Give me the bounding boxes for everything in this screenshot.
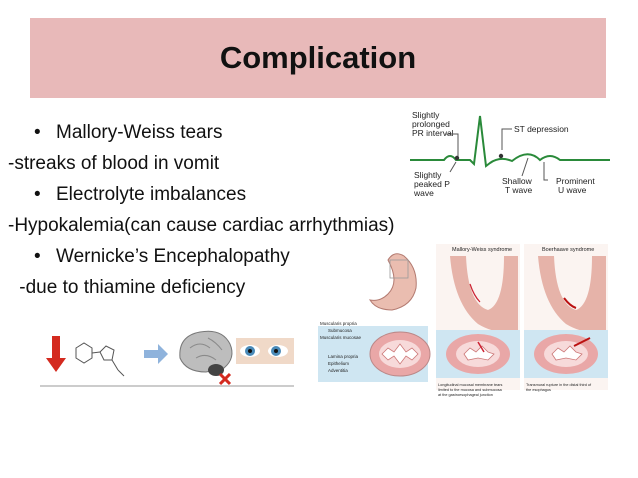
- boerhaave-section-rupture: [573, 337, 591, 347]
- ecg-u-label-1: Prominent: [556, 176, 595, 186]
- mallory-esophagus: [450, 256, 518, 332]
- mallory-caption-1: Longitudinal mucosal membrane tears: [438, 383, 502, 387]
- ecg-trace: [410, 115, 610, 168]
- boerhaave-header: Boerhaave syndrome: [542, 247, 594, 253]
- mallory-header: Mallory-Weiss syndrome: [452, 247, 512, 253]
- boerhaave-caption-2: the esophagus: [526, 388, 551, 392]
- boerhaave-rupture: [563, 297, 577, 309]
- slide-title: Complication: [219, 40, 417, 75]
- mallory-caption-3: at the gastroesophageal junction: [438, 393, 493, 397]
- title-band: Complication: [30, 18, 606, 98]
- ecg-p-label-2: peaked P: [414, 179, 450, 189]
- ecg-pr-label-2: prolonged: [412, 119, 450, 129]
- list-item-text: Electrolyte imbalances: [56, 184, 247, 205]
- list-item: -streaks of blood in vomit: [8, 148, 464, 179]
- boerhaave-lumen: [551, 345, 583, 361]
- list-item-text: -streaks of blood in vomit: [8, 153, 220, 174]
- list-item: • Mallory-Weiss tears: [34, 117, 464, 148]
- layer-label: Muscularis mucosae: [320, 335, 362, 340]
- boerhaave-caption-1: Transmural rupture in the distal third o…: [526, 383, 592, 387]
- ecg-st-pointer: [501, 128, 512, 150]
- layer-label: Muscularis propria: [320, 321, 357, 326]
- ecg-p-label-1: Slightly: [414, 170, 442, 180]
- boerhaave-esophagus: [538, 256, 606, 332]
- thiamine-brain-figure: [40, 318, 296, 390]
- bullet-glyph: •: [34, 184, 41, 205]
- list-item: • Electrolyte imbalances: [34, 179, 464, 210]
- thiamine-molecule-icon: [75, 342, 125, 377]
- cross-icon: [218, 372, 232, 386]
- ecg-p-pointer: [449, 161, 457, 173]
- list-item: • Wernicke’s Encephalopathy: [34, 241, 464, 272]
- down-arrow-icon: [46, 336, 66, 372]
- esophagus-figure: Muscularis propria Submucosa Muscularis …: [318, 244, 608, 404]
- list-item: -Hypokalemia(can cause cardiac arrhythmi…: [8, 210, 464, 241]
- list-item-text: Mallory-Weiss tears: [56, 122, 223, 143]
- ecg-t-label-1: Shallow: [502, 176, 533, 186]
- ecg-t-label-2: T wave: [505, 185, 533, 195]
- ecg-point-st: [498, 153, 504, 159]
- ecg-pr-label-1: Slightly: [412, 110, 440, 120]
- ecg-pr-bracket: [446, 133, 459, 158]
- bullet-glyph: •: [34, 246, 41, 267]
- ecg-t-pointer: [521, 157, 529, 177]
- ecg-st-label: ST depression: [514, 124, 569, 134]
- ecg-u-pointer: [543, 162, 548, 181]
- layer-label: Epithelium: [328, 361, 349, 366]
- layer-label: Adventitia: [328, 368, 348, 373]
- bullet-glyph: •: [34, 122, 41, 143]
- ecg-pr-label-3: PR interval: [412, 128, 454, 138]
- brain-icon: [179, 330, 233, 376]
- lumen-shape: [381, 343, 419, 365]
- mallory-lumen: [463, 345, 495, 361]
- right-arrow-icon: [144, 344, 168, 364]
- ecg-p-label-3: wave: [413, 188, 434, 198]
- bullet-list: • Mallory-Weiss tears -streaks of blood i…: [8, 117, 464, 303]
- mallory-tear: [469, 283, 481, 303]
- list-item: -due to thiamine deficiency: [14, 272, 464, 303]
- layer-label: Submucosa: [328, 328, 352, 333]
- mallory-caption-2: limited to the mucosa and submucosa: [438, 388, 503, 392]
- mallory-section-tear: [477, 341, 485, 353]
- layer-labels: Muscularis propria Submucosa Muscularis …: [320, 321, 362, 373]
- ecg-figure: Slightly prolonged PR interval ST depres…: [410, 108, 610, 208]
- list-item-text: -Hypokalemia(can cause cardiac arrhythmi…: [8, 215, 395, 236]
- layer-label: Lamina propria: [328, 354, 359, 359]
- ecg-point-p: [454, 155, 460, 161]
- eyes-icon: [236, 338, 294, 364]
- ecg-u-label-2: U wave: [558, 185, 587, 195]
- list-item-text: -due to thiamine deficiency: [14, 277, 246, 298]
- stomach-icon: [368, 253, 417, 311]
- list-item-text: Wernicke’s Encephalopathy: [56, 246, 290, 267]
